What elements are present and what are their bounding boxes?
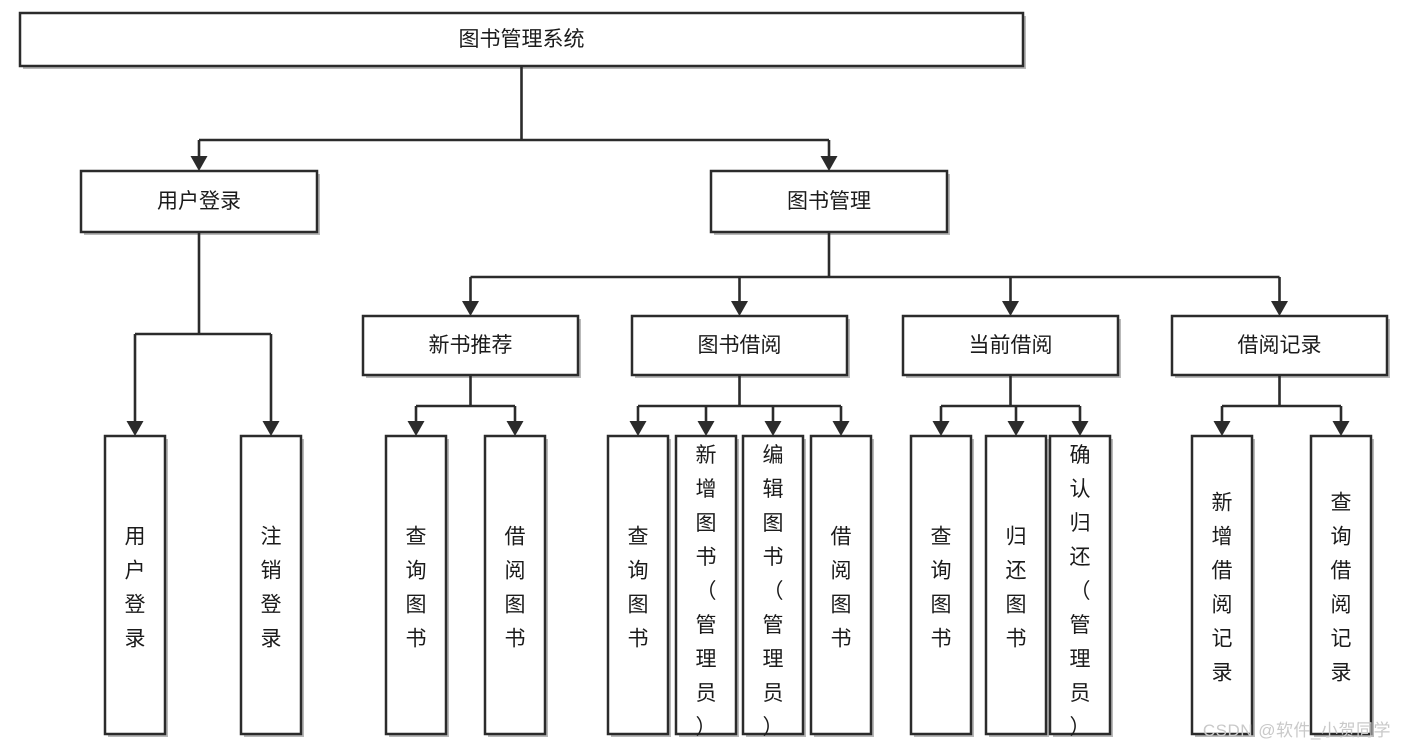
node-label: 查询图书 <box>628 526 649 651</box>
arrow-head-icon <box>407 421 425 436</box>
node-label: 借阅图书 <box>831 526 852 651</box>
node-label: 用户登录 <box>125 526 146 651</box>
node-label: 查询图书 <box>406 526 427 651</box>
csdn-watermark: CSDN @软件_小贺同学 <box>1202 721 1391 740</box>
node-current-confirm-return[interactable]: 确认归还（管理员） <box>1048 434 1113 739</box>
node-label: 确认归还（管理员） <box>1070 444 1091 739</box>
arrow-head-icon <box>462 301 479 316</box>
node-label: 当前借阅 <box>969 334 1053 357</box>
node-user-logout[interactable]: 注销登录 <box>239 434 304 737</box>
arrow-head-icon <box>1213 421 1231 436</box>
node-label: 查询图书 <box>931 526 952 651</box>
node-book-management[interactable]: 图书管理 <box>709 169 950 235</box>
node-user-login-do[interactable]: 用户登录 <box>103 434 168 737</box>
node-label: 借阅图书 <box>505 526 526 651</box>
node-borrow-query-book[interactable]: 查询图书 <box>606 434 671 737</box>
node-borrow-records[interactable]: 借阅记录 <box>1170 314 1390 378</box>
node-records-query[interactable]: 查询借阅记录 <box>1309 434 1374 737</box>
node-new-book-recommend[interactable]: 新书推荐 <box>361 314 581 378</box>
node-current-query-book[interactable]: 查询图书 <box>909 434 974 737</box>
node-label: 图书借阅 <box>698 334 782 357</box>
node-current-borrow[interactable]: 当前借阅 <box>901 314 1121 378</box>
node-current-return-book[interactable]: 归还图书 <box>984 434 1049 737</box>
node-label: 注销登录 <box>261 526 282 651</box>
node-borrow-borrow-book[interactable]: 借阅图书 <box>809 434 874 737</box>
node-book-borrow[interactable]: 图书借阅 <box>630 314 850 378</box>
node-recommend-query-book[interactable]: 查询图书 <box>384 434 449 737</box>
arrow-head-icon <box>731 301 748 316</box>
node-label: 借阅记录 <box>1238 334 1322 357</box>
arrow-head-icon <box>697 421 715 436</box>
node-root[interactable]: 图书管理系统 <box>18 11 1026 69</box>
arrow-head-icon <box>262 421 280 436</box>
arrow-head-icon <box>1002 301 1019 316</box>
arrow-head-icon <box>190 156 208 171</box>
node-label: 新增图书（管理员） <box>696 444 717 739</box>
arrow-head-icon <box>832 421 850 436</box>
node-user-login[interactable]: 用户登录 <box>79 169 320 235</box>
node-borrow-add-book[interactable]: 新增图书（管理员） <box>674 434 739 739</box>
node-label: 用户登录 <box>157 190 241 213</box>
node-label: 图书管理 <box>787 190 871 213</box>
node-label: 归还图书 <box>1006 526 1027 651</box>
node-label: 新书推荐 <box>429 334 513 357</box>
node-label: 图书管理系统 <box>459 28 585 51</box>
node-recommend-borrow-book[interactable]: 借阅图书 <box>483 434 548 737</box>
arrow-head-icon <box>506 421 524 436</box>
arrow-head-icon <box>1071 421 1089 436</box>
arrow-head-icon <box>1332 421 1350 436</box>
arrow-head-icon <box>1271 301 1288 316</box>
arrow-head-icon <box>1007 421 1025 436</box>
node-label: 查询借阅记录 <box>1331 492 1352 685</box>
arrow-head-icon <box>629 421 647 436</box>
node-records-add[interactable]: 新增借阅记录 <box>1190 434 1255 737</box>
node-label: 编辑图书（管理员） <box>763 444 784 739</box>
arrow-head-icon <box>764 421 782 436</box>
arrow-head-icon <box>932 421 950 436</box>
node-borrow-edit-book[interactable]: 编辑图书（管理员） <box>741 434 806 739</box>
node-label: 新增借阅记录 <box>1212 492 1233 685</box>
arrow-head-icon <box>126 421 144 436</box>
arrow-head-icon <box>820 156 838 171</box>
